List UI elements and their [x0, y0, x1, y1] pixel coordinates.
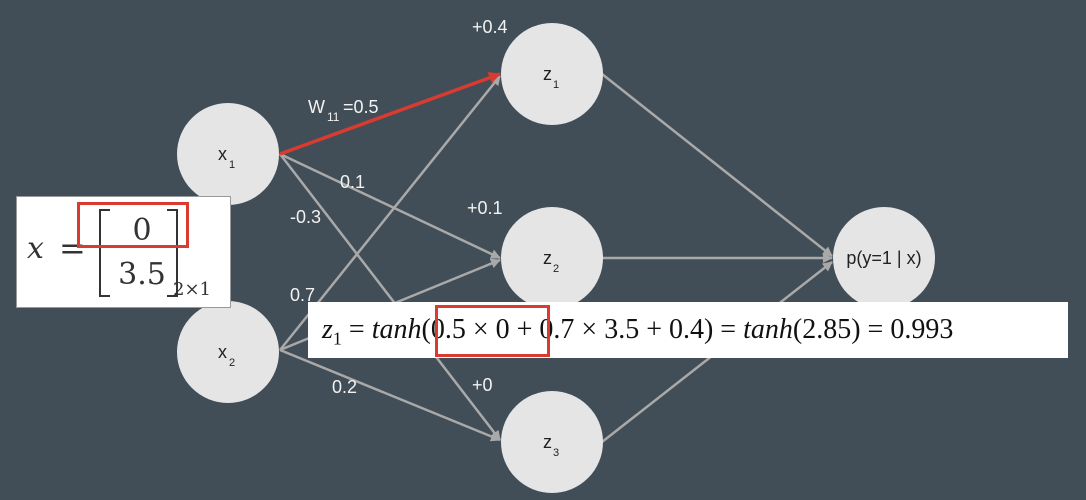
equation-lhs-sub: 1	[332, 328, 342, 349]
equation-result: (2.85) = 0.993	[792, 314, 954, 345]
equation-fn: tanh	[371, 314, 422, 345]
edge-z1-out	[601, 73, 833, 257]
weight-w11-prefix: W	[308, 97, 325, 117]
node-z1-label: z	[543, 64, 552, 84]
bias-z1: +0.4	[472, 17, 508, 37]
node-x2-label: x	[218, 342, 227, 362]
node-x1-sub: 1	[229, 159, 235, 171]
node-x2-sub: 2	[229, 357, 235, 369]
node-z3: z 3	[501, 391, 603, 493]
weight-w11-sub: 11	[327, 110, 340, 124]
equation-rest: + 0.7 × 3.5 + 0.4) =	[516, 314, 737, 345]
bias-z2: +0.1	[467, 198, 503, 218]
equation-equals: =	[348, 314, 365, 345]
highlight-x1-value	[77, 202, 189, 248]
equation-term1: 0.5 × 0	[430, 314, 510, 345]
edge-x1-z2	[279, 152, 501, 260]
input-vector-var: x	[27, 231, 44, 266]
node-z3-sub: 3	[553, 447, 559, 459]
weight-x1-z2: 0.1	[340, 172, 365, 192]
input-vector-value-0: 0	[132, 213, 152, 248]
node-z2: z 2	[501, 207, 603, 309]
input-vector-value-1: 3.5	[118, 257, 166, 292]
node-z1: z 1	[501, 23, 603, 125]
node-output: p(y=1 | x)	[833, 207, 935, 309]
node-z3-label: z	[543, 432, 552, 452]
node-z1-sub: 1	[553, 79, 559, 91]
weight-x1-z3: -0.3	[290, 207, 321, 227]
node-z2-label: z	[543, 248, 552, 268]
node-output-label: p(y=1 | x)	[846, 248, 921, 268]
input-vector-box: x = 0 3.5 2×1	[16, 196, 231, 308]
equation-open-paren: (	[421, 314, 431, 345]
weight-w11-value: =0.5	[343, 97, 379, 117]
node-x1: x 1	[177, 103, 279, 205]
equation-text: z1 = tanh(0.5 × 0 + 0.7 × 3.5 + 0.4) = t…	[322, 314, 953, 350]
node-x2: x 2	[177, 301, 279, 403]
matrix-right-bracket	[167, 209, 178, 297]
matrix-left-bracket	[99, 209, 110, 297]
equation-box: z1 = tanh(0.5 × 0 + 0.7 × 3.5 + 0.4) = t…	[308, 302, 1068, 358]
node-x1-label: x	[218, 144, 227, 164]
bias-z3: +0	[472, 375, 493, 395]
highlight-term	[435, 305, 550, 357]
weight-x2-z1: 0.7	[290, 285, 315, 305]
edge-x1-z1-highlighted	[279, 72, 501, 156]
edge-x1-z3	[279, 153, 501, 441]
equation-fn2: tanh	[743, 314, 793, 345]
equation-lhs-var: z	[322, 314, 333, 345]
weight-w11-label: W 11 =0.5	[308, 97, 379, 124]
node-z2-sub: 2	[553, 263, 559, 275]
edge-x2-z3	[279, 348, 501, 442]
input-vector-equals: =	[59, 229, 86, 267]
input-vector-dims: 2×1	[173, 279, 211, 300]
weight-x2-z3: 0.2	[332, 377, 357, 397]
